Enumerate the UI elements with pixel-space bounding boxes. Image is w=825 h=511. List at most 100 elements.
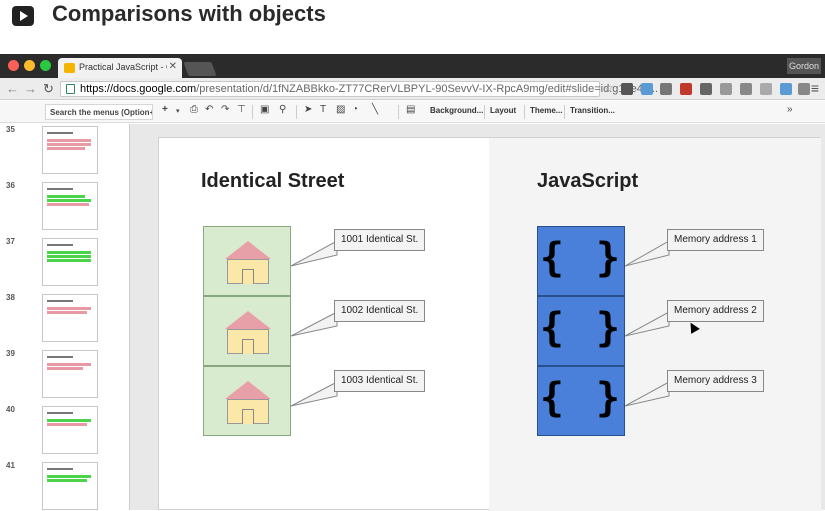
- slide-thumbnail[interactable]: [42, 406, 98, 454]
- door-shape: [242, 339, 254, 354]
- forward-arrow-icon[interactable]: →: [24, 81, 37, 96]
- tab-close-icon[interactable]: ✕: [168, 61, 177, 72]
- slides-toolbar: Search the menus (Option+/) + ▾ ⎙ ↶ ↷ ⊤ …: [0, 101, 825, 123]
- collapse-toolbar-icon[interactable]: »: [787, 104, 793, 115]
- transition-button[interactable]: Transition...: [570, 106, 615, 115]
- memory-cell[interactable]: { }: [537, 296, 625, 366]
- house-cell[interactable]: [203, 296, 291, 366]
- street-address-callout[interactable]: 1001 Identical St.: [334, 229, 426, 251]
- browser-window: Practical JavaScript - Goo ✕ Gordon ← → …: [0, 54, 825, 511]
- slide-thumbnail[interactable]: [42, 182, 98, 230]
- menu-search-input[interactable]: Search the menus (Option+/): [45, 104, 153, 120]
- new-slide-icon[interactable]: +: [162, 104, 168, 115]
- thumbnail-line: [47, 255, 91, 258]
- zoom-icon[interactable]: ⚲: [279, 104, 287, 115]
- chevron-down-icon[interactable]: ▾: [176, 108, 180, 115]
- address-bar-row: ← → ↻ https://docs.google.com/presentati…: [0, 78, 825, 100]
- thumbnail-line: [47, 147, 85, 150]
- extension-icon[interactable]: [780, 83, 792, 95]
- memory-address-callout[interactable]: Memory address 1: [667, 229, 764, 251]
- shape-icon[interactable]: ◔: [352, 104, 359, 115]
- street-address-callout[interactable]: 1003 Identical St.: [334, 370, 426, 392]
- browser-menu-icon[interactable]: ≡: [810, 80, 819, 96]
- extension-icon[interactable]: [660, 83, 672, 95]
- theme-button[interactable]: Theme...: [530, 106, 563, 115]
- house-body: [227, 329, 269, 354]
- street-address-callout[interactable]: 1002 Identical St.: [334, 300, 426, 322]
- thumbnail-line: [47, 307, 91, 310]
- paint-format-icon[interactable]: ⊤: [237, 104, 246, 115]
- callout-pointer: [624, 240, 670, 267]
- memory-address-callout[interactable]: Memory address 2: [667, 300, 764, 322]
- slide-thumbnail[interactable]: [42, 462, 98, 510]
- print-icon[interactable]: ⎙: [190, 104, 198, 115]
- pocket-icon[interactable]: [700, 83, 712, 95]
- slide-thumbnail[interactable]: [42, 350, 98, 398]
- background-button[interactable]: Background...: [430, 106, 484, 115]
- browser-tab[interactable]: Practical JavaScript - Goo ✕: [58, 58, 182, 78]
- reload-icon[interactable]: ↻: [43, 81, 54, 96]
- house-body: [227, 259, 269, 284]
- comment-icon[interactable]: ▤: [406, 104, 416, 115]
- memory-address-callout[interactable]: Memory address 3: [667, 370, 764, 392]
- slide-thumbnail[interactable]: [42, 126, 98, 174]
- memory-cell[interactable]: { }: [537, 226, 625, 296]
- cast-icon[interactable]: [720, 83, 732, 95]
- toolbar-divider: [484, 105, 485, 119]
- extension-icon[interactable]: [798, 83, 810, 95]
- lesson-header: Comparisons with objects: [0, 0, 825, 52]
- undo-icon[interactable]: ↶: [205, 104, 214, 115]
- back-arrow-icon[interactable]: ←: [6, 81, 19, 96]
- thumbnail-line: [47, 199, 91, 202]
- image-icon[interactable]: ▨: [336, 104, 346, 115]
- object-braces: { }: [539, 375, 625, 421]
- javascript-heading: JavaScript: [537, 170, 639, 192]
- slide-number: 41: [6, 461, 15, 470]
- extension-icon[interactable]: [760, 83, 772, 95]
- minimize-window-button[interactable]: [24, 60, 35, 71]
- thumbnail-title: [47, 132, 73, 134]
- profile-button[interactable]: Gordon: [787, 58, 821, 74]
- extension-icon[interactable]: [680, 83, 692, 95]
- extension-icon[interactable]: [641, 83, 653, 95]
- extension-icon[interactable]: [621, 83, 633, 95]
- slide-canvas[interactable]: Identical Street JavaScript: [158, 137, 821, 511]
- thumbnail-title: [47, 188, 73, 190]
- thumbnail-line: [47, 311, 87, 314]
- thumbnail-line: [47, 423, 87, 426]
- slide-number: 39: [6, 349, 15, 358]
- bookmark-star-icon[interactable]: ☆: [603, 81, 614, 95]
- callout-pointer: [290, 381, 338, 407]
- thumbnail-line: [47, 251, 91, 254]
- fit-icon[interactable]: ▣: [260, 104, 270, 115]
- new-tab-button[interactable]: [183, 62, 217, 76]
- house-cell[interactable]: [203, 366, 291, 436]
- url-input[interactable]: https://docs.google.com/presentation/d/1…: [60, 81, 658, 97]
- play-icon[interactable]: [12, 6, 34, 26]
- slide-filmstrip[interactable]: 35 36 37 38: [0, 124, 130, 510]
- extension-icon[interactable]: [740, 83, 752, 95]
- callout-pointer: [624, 311, 670, 337]
- select-cursor-icon[interactable]: ➤: [304, 104, 313, 115]
- roof-shape: [225, 311, 271, 329]
- zoom-window-button[interactable]: [40, 60, 51, 71]
- line-icon[interactable]: ╲: [372, 104, 379, 115]
- thumbnail-title: [47, 412, 73, 414]
- lock-icon: [66, 84, 75, 94]
- thumbnail-line: [47, 203, 89, 206]
- memory-cell[interactable]: { }: [537, 366, 625, 436]
- object-braces: { }: [539, 305, 625, 351]
- thumbnail-line: [47, 139, 91, 142]
- slide-thumbnail[interactable]: [42, 238, 98, 286]
- thumbnail-line: [47, 479, 87, 482]
- house-cell[interactable]: [203, 226, 291, 296]
- text-box-icon[interactable]: T: [320, 104, 327, 115]
- thumbnail-title: [47, 300, 73, 302]
- redo-icon[interactable]: ↷: [221, 104, 230, 115]
- slide-thumbnail[interactable]: [42, 294, 98, 342]
- layout-button[interactable]: Layout: [490, 106, 517, 115]
- close-window-button[interactable]: [8, 60, 19, 71]
- thumbnail-title: [47, 244, 73, 246]
- slide-number: 35: [6, 125, 15, 134]
- slide-number: 36: [6, 181, 15, 190]
